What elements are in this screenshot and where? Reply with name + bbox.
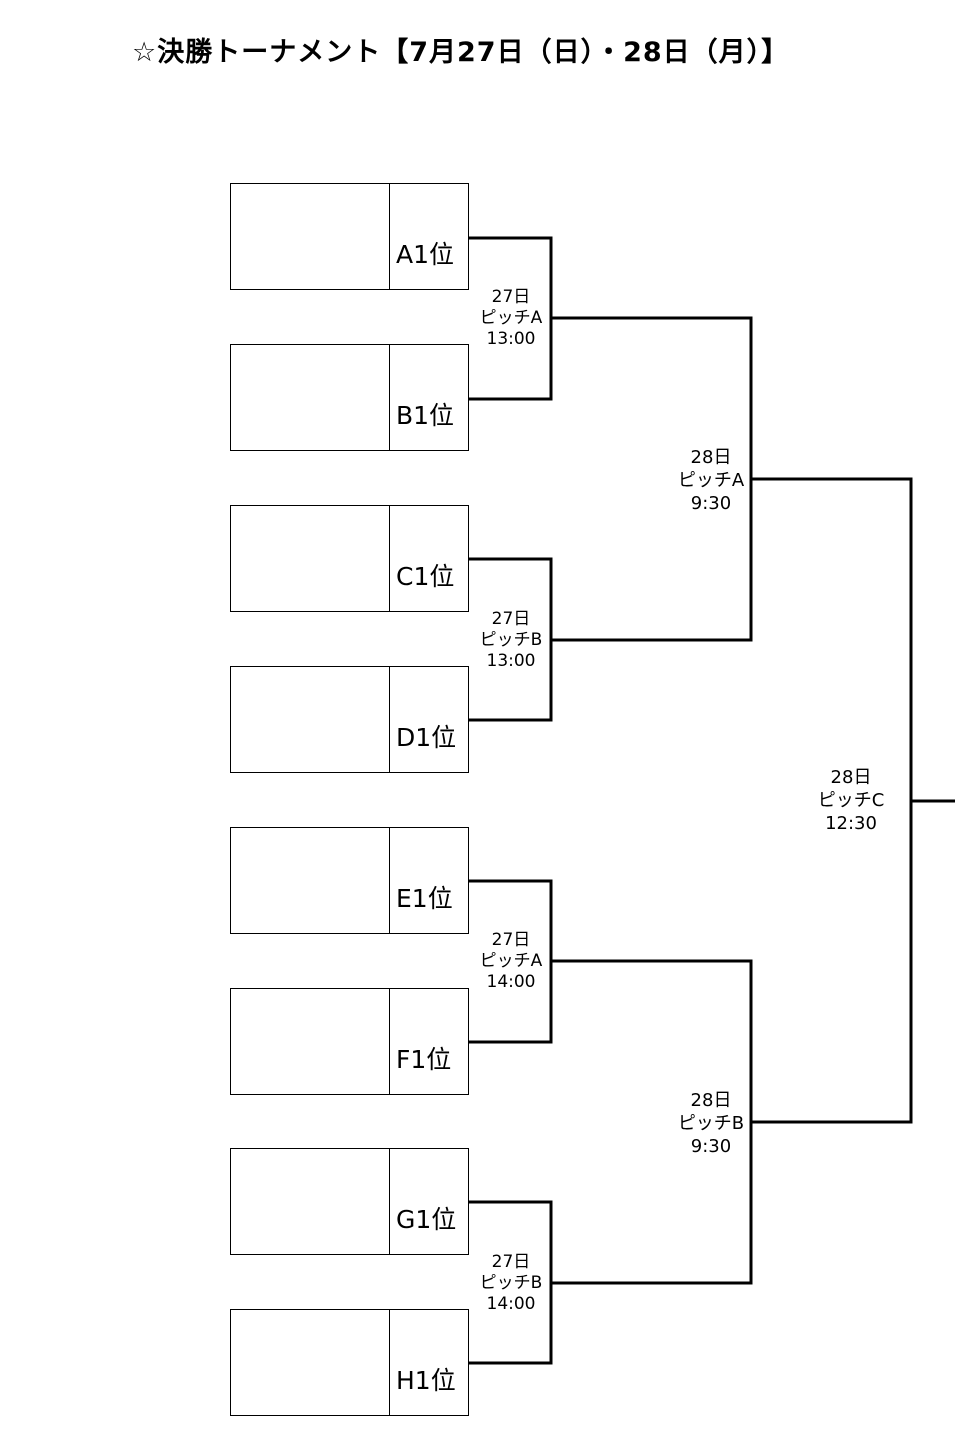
team-name-cell: C1位 xyxy=(389,506,468,611)
match-pitch: ピッチB xyxy=(479,630,543,650)
team-slot-h: H1位 xyxy=(230,1309,469,1416)
team-slot-f: F1位 xyxy=(230,988,469,1095)
match-time: 9:30 xyxy=(690,493,732,514)
match-day: 28日 xyxy=(690,447,732,468)
match-time: 13:00 xyxy=(486,329,536,349)
match-label-r1-1: 27日 ピッチA 13:00 xyxy=(471,287,551,350)
team-label: B1位 xyxy=(396,401,455,430)
match-day: 27日 xyxy=(491,1252,531,1272)
match-label-final: 28日 ピッチC 12:30 xyxy=(810,766,892,835)
match-day: 28日 xyxy=(690,1090,732,1111)
match-pitch: ピッチB xyxy=(479,1273,543,1293)
team-slot-d: D1位 xyxy=(230,666,469,773)
team-name-cell: G1位 xyxy=(389,1149,468,1254)
team-name-cell: F1位 xyxy=(389,989,468,1094)
team-slot-b: B1位 xyxy=(230,344,469,451)
match-label-r2-2: 28日 ピッチB 9:30 xyxy=(671,1089,751,1158)
page-title: ☆決勝トーナメント【7月27日（日）・28日（月）】 xyxy=(132,37,790,68)
match-time: 9:30 xyxy=(690,1136,732,1157)
team-label: G1位 xyxy=(396,1205,457,1234)
team-label: H1位 xyxy=(396,1366,456,1395)
match-day: 27日 xyxy=(491,930,531,950)
match-day: 28日 xyxy=(830,767,872,788)
match-pitch: ピッチC xyxy=(817,790,885,811)
match-time: 13:00 xyxy=(486,651,536,671)
match-label-r1-4: 27日 ピッチB 14:00 xyxy=(471,1252,551,1315)
team-label: E1位 xyxy=(396,884,453,913)
match-day: 27日 xyxy=(491,609,531,629)
team-name-cell: E1位 xyxy=(389,828,468,933)
team-name-cell: D1位 xyxy=(389,667,468,772)
match-pitch: ピッチA xyxy=(677,470,745,491)
team-name-cell: A1位 xyxy=(389,184,468,289)
match-time: 14:00 xyxy=(486,1294,536,1314)
match-time: 14:00 xyxy=(486,972,536,992)
team-label: D1位 xyxy=(396,723,457,752)
team-label: A1位 xyxy=(396,240,455,269)
team-label: F1位 xyxy=(396,1045,452,1074)
team-slot-e: E1位 xyxy=(230,827,469,934)
match-label-r1-3: 27日 ピッチA 14:00 xyxy=(471,930,551,993)
match-day: 27日 xyxy=(491,287,531,307)
match-pitch: ピッチA xyxy=(479,308,543,328)
match-label-r1-2: 27日 ピッチB 13:00 xyxy=(471,609,551,672)
team-slot-c: C1位 xyxy=(230,505,469,612)
team-name-cell: H1位 xyxy=(389,1310,468,1415)
match-time: 12:30 xyxy=(825,813,877,834)
team-slot-a: A1位 xyxy=(230,183,469,290)
team-name-cell: B1位 xyxy=(389,345,468,450)
team-label: C1位 xyxy=(396,562,455,591)
team-slot-g: G1位 xyxy=(230,1148,469,1255)
match-label-r2-1: 28日 ピッチA 9:30 xyxy=(671,446,751,515)
match-pitch: ピッチA xyxy=(479,951,543,971)
match-pitch: ピッチB xyxy=(677,1113,745,1134)
